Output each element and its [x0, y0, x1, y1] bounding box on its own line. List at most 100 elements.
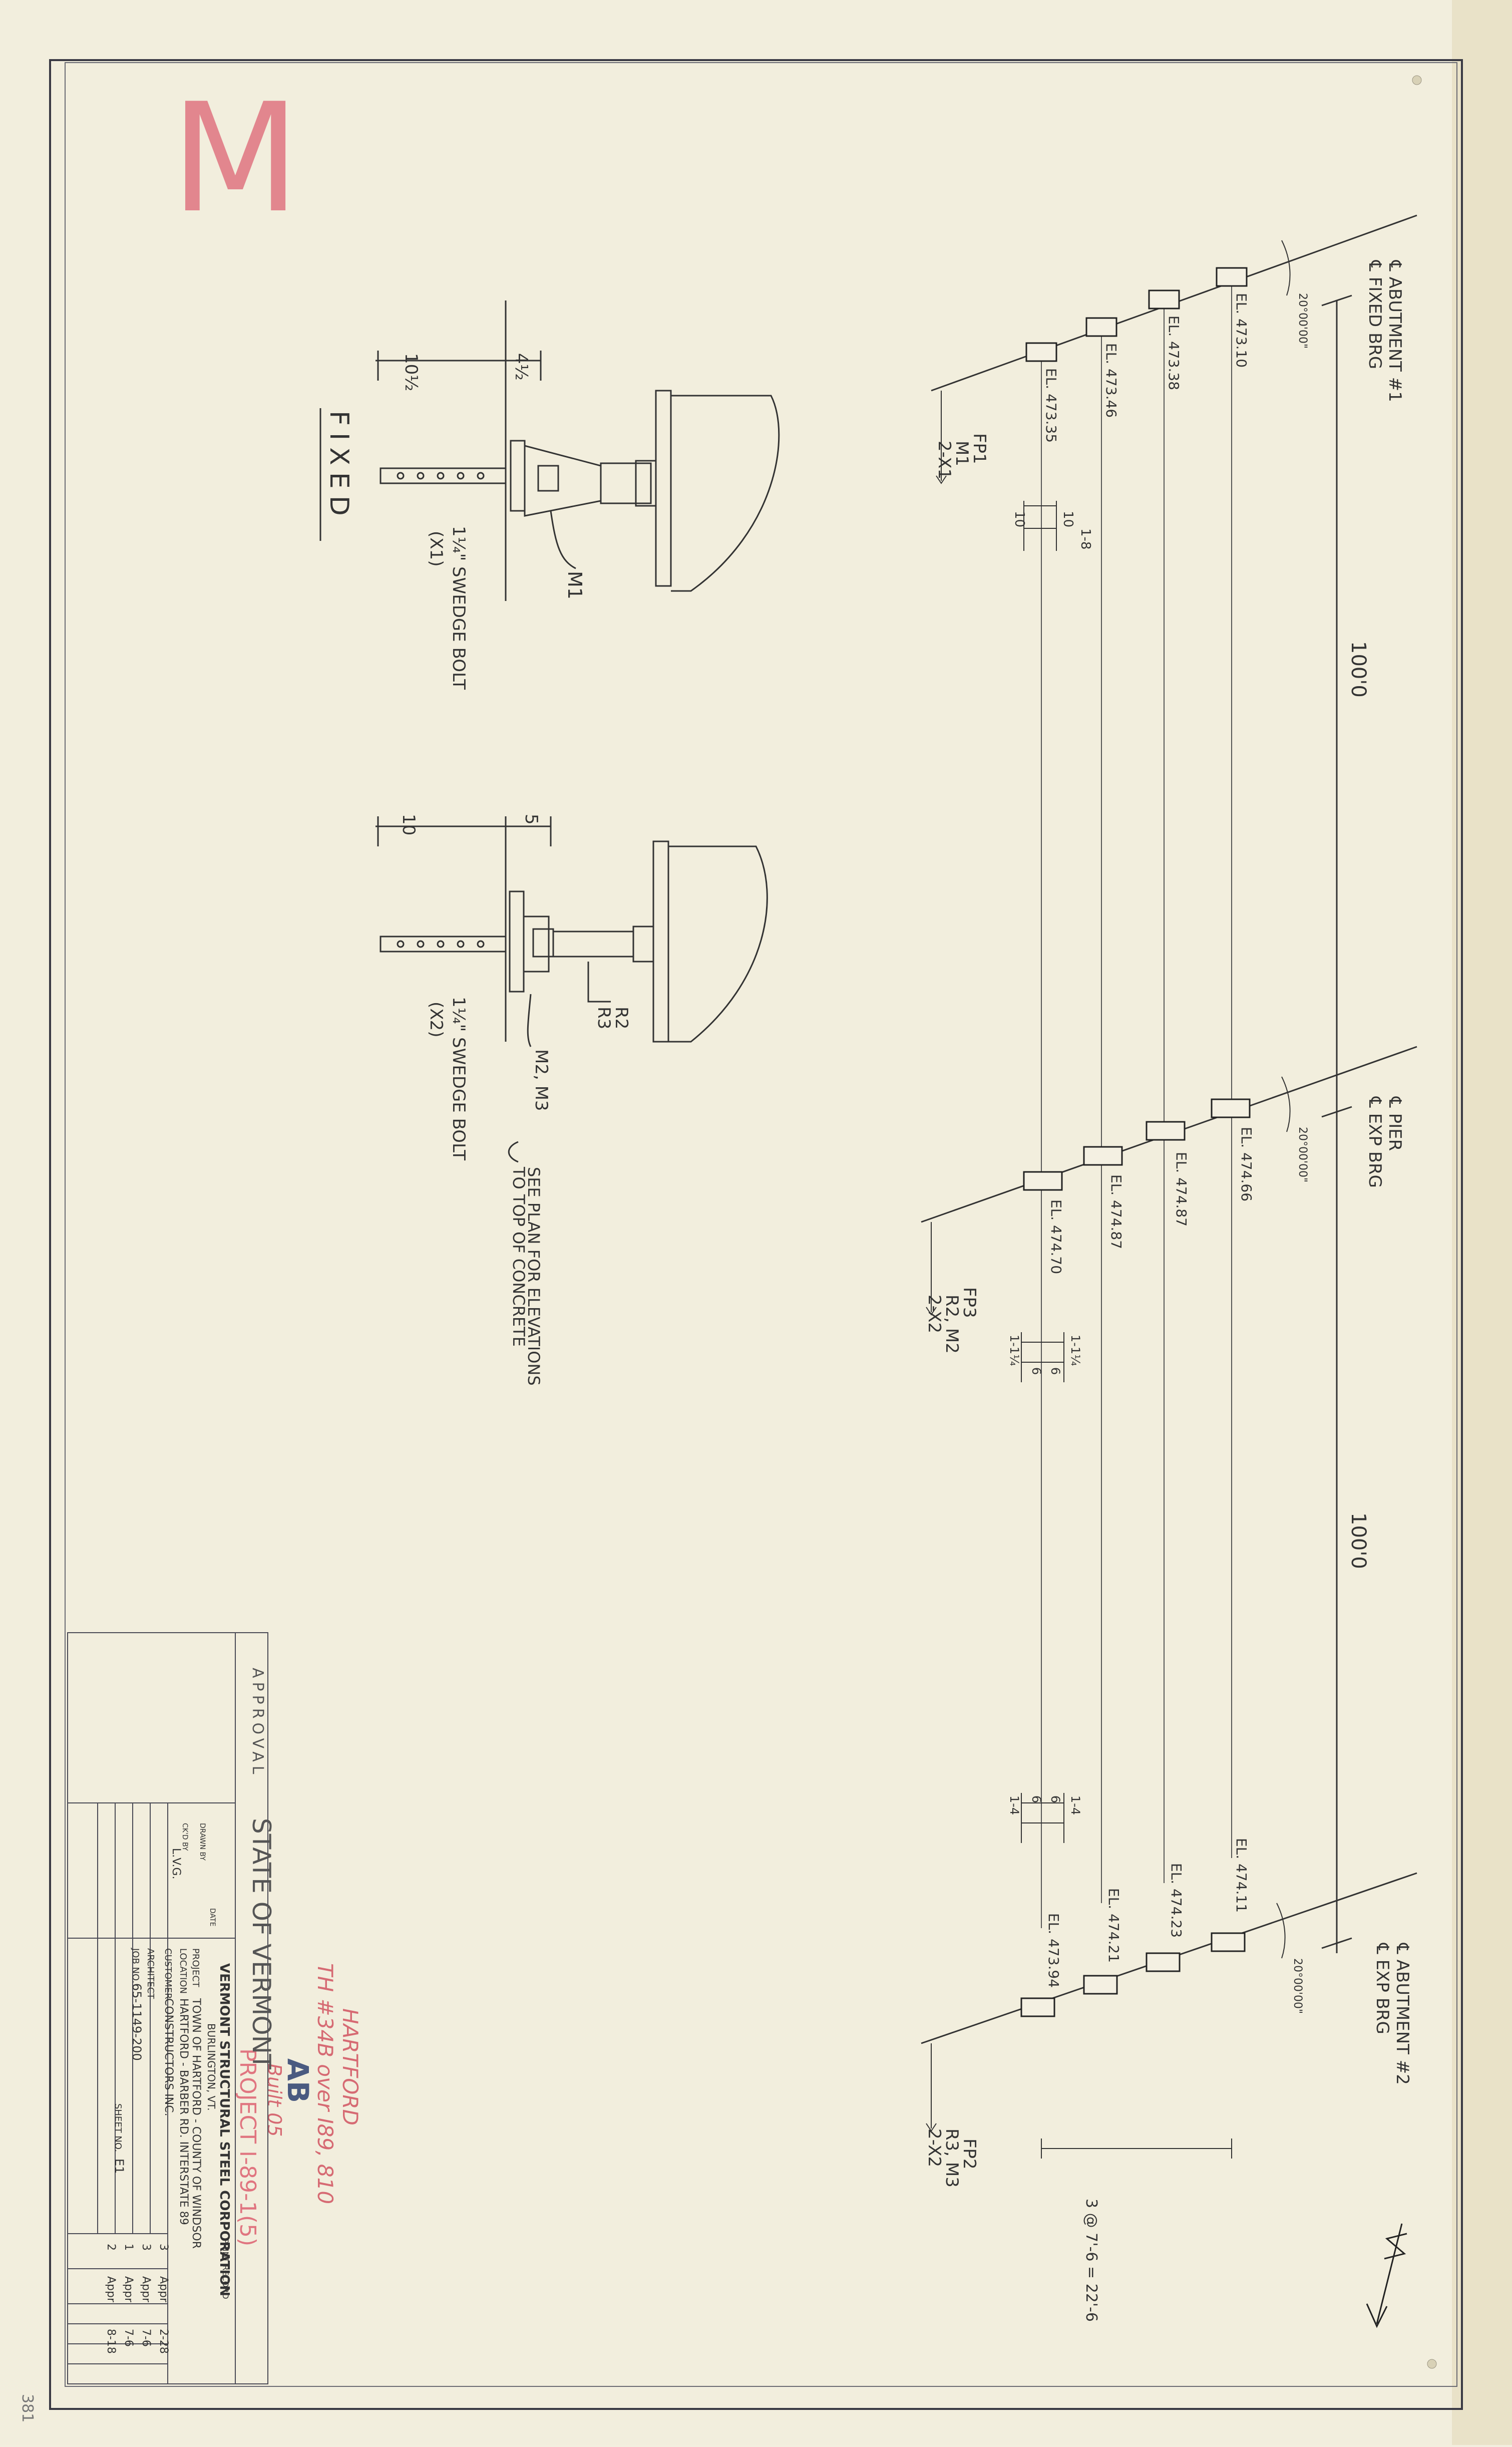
- north-arrow-icon: [1366, 2223, 1407, 2328]
- drawn-field-label: DRAWN BY: [198, 1823, 206, 1861]
- elevation-label: EL. 474.23: [1168, 1863, 1185, 1938]
- annotation-town: HARTFORD: [338, 2008, 362, 2125]
- dim-label: 6: [1048, 1367, 1062, 1375]
- abutment1-bearing-line: [931, 214, 1417, 551]
- abutment2-skew: 20°00'00": [1291, 1958, 1304, 2014]
- callout-m2m3: M2, M3: [531, 1049, 551, 1111]
- bearing-plate: [1085, 317, 1117, 337]
- approval-label: APPROVAL: [249, 1668, 266, 1778]
- customer-field-label: CUSTOMER: [163, 1948, 173, 1999]
- bearing-plate: [1025, 342, 1057, 362]
- dim-label: 6: [1048, 1795, 1062, 1803]
- company-name: VERMONT STRUCTURAL STEEL CORPORATION: [217, 1963, 232, 2296]
- pier-bearing-type: ℄ EXP BRG: [1365, 1096, 1385, 1188]
- abutment1-mark: FP1: [969, 433, 989, 464]
- anchor-nut: [537, 465, 559, 492]
- revision-for: Appr: [157, 2276, 170, 2303]
- margin-note: 381: [19, 2394, 36, 2422]
- bearing-plate: [1148, 289, 1180, 310]
- exp-dim-right: 5: [521, 814, 541, 825]
- leader-m2m3: [527, 994, 532, 1047]
- exp-bolt-label: 1¼" SWEDGE BOLT: [449, 997, 469, 1160]
- fixed-bolt-qty: (X1): [426, 531, 446, 566]
- dim-label: 6: [1029, 1367, 1043, 1375]
- span1-dimension: 100'0: [1347, 641, 1370, 698]
- checked-field-value: L.V.G.: [170, 1848, 182, 1880]
- masonry-plate: [655, 390, 672, 587]
- abutment2-mark: FP2: [959, 2138, 979, 2170]
- swedge-bolt: [380, 467, 507, 484]
- abutment2-bearing-type: ℄ EXP BRG: [1372, 1943, 1392, 2034]
- swedge-bolt: [380, 936, 507, 953]
- company-city: BURLINGTON, VT.: [205, 2023, 217, 2111]
- tag-r3: R3: [594, 1007, 614, 1029]
- pier-tag-qty: 2-X2: [924, 1295, 944, 1333]
- bearing-plate: [1083, 1146, 1123, 1166]
- dim-label: 1-1¼: [1068, 1335, 1082, 1366]
- bearing-plate: [1083, 1975, 1118, 1995]
- skew-arc: [1276, 1903, 1286, 1959]
- girder-lines: [1041, 270, 1232, 1928]
- skew-arc: [1281, 240, 1291, 296]
- bearing-plate: [1211, 1932, 1246, 1952]
- bearing-plate: [1020, 1997, 1055, 2017]
- girder-spacing: 3 @ 7'-6 = 22'-6: [1082, 2199, 1100, 2322]
- dim-label: 10: [1012, 511, 1027, 527]
- elevation-label: EL. 473.38: [1166, 316, 1182, 390]
- concrete-seat: [671, 395, 780, 592]
- title-block: [67, 1632, 268, 2384]
- abutment1-bearing-type: ℄ FIXED BRG: [1365, 260, 1385, 369]
- elev-note-line2: TO TOP OF CONCRETE: [509, 1166, 528, 1347]
- revision-date: 7-6: [140, 2329, 152, 2347]
- skew-arc: [1281, 1076, 1291, 1132]
- annotation-project: PROJECT I-89-1(5): [235, 2048, 260, 2246]
- annotation-built: Built 05: [263, 2063, 285, 2137]
- elevation-label: EL. 474.66: [1238, 1127, 1255, 1201]
- elevation-label: EL. 474.87: [1173, 1152, 1190, 1227]
- fixed-dim-right: 4½: [511, 353, 531, 381]
- abutment2-tag-qty: 2-X2: [924, 2128, 944, 2167]
- abutment2-label: ℄ ABUTMENT #2: [1392, 1943, 1412, 2085]
- fixed-dim-left: 10½: [401, 353, 421, 391]
- revision-for: Appr: [105, 2276, 117, 2303]
- mark-arrow: [926, 1222, 937, 1316]
- dim-label: 1-4: [1068, 1795, 1082, 1815]
- elevation-label: EL. 474.11: [1233, 1838, 1250, 1913]
- fixed-bearing-detail: [375, 300, 780, 601]
- pin: [600, 462, 652, 504]
- revision-no: 1: [122, 2244, 135, 2251]
- state-label: STATE OF VERMONT: [247, 1818, 276, 2069]
- inner-border: [65, 62, 1457, 2387]
- abutment2-bearing-line: [921, 1793, 1417, 2159]
- customer-field-value: CONSTRUCTORS INC.: [162, 1998, 175, 2116]
- job-field-label: JOB NO.: [130, 1948, 141, 1983]
- sheet-field-value: E1: [112, 2159, 126, 2174]
- punch-hole: [1412, 75, 1422, 85]
- concrete-seat: [668, 845, 768, 1043]
- bearing-plate: [1211, 1098, 1251, 1118]
- checked-field-label: CK'D BY: [181, 1823, 189, 1851]
- project-field-value: TOWN OF HARTFORD - COUNTY OF WINDSOR: [190, 1998, 202, 2249]
- revision-no: 3: [140, 2244, 152, 2251]
- elevation-label: EL. 473.10: [1233, 293, 1250, 368]
- architect-field-label: ARCHITECT: [145, 1948, 156, 1999]
- r-tag-leader: [587, 962, 611, 1003]
- pier-label: ℄ PIER: [1385, 1096, 1405, 1151]
- bearing-plate: [1146, 1952, 1181, 1972]
- mark-arrow: [926, 2043, 937, 2132]
- pier-tag: R2, M2: [942, 1295, 962, 1354]
- pier-bearing-line: [921, 1046, 1417, 1382]
- expansion-bearing-detail: [375, 816, 768, 1163]
- job-field-value: 65-1149-200: [130, 1983, 144, 2061]
- rocker: [523, 915, 550, 973]
- dim-label: 1-1¼: [1007, 1335, 1021, 1366]
- revision-date: 2-28: [157, 2329, 170, 2354]
- bearing-plate: [1216, 267, 1248, 287]
- bearing-plate: [1023, 1171, 1063, 1191]
- pier-skew: 20°00'00": [1296, 1127, 1309, 1182]
- date-field-label: DATE: [208, 1908, 216, 1926]
- abutment1-label: ℄ ABUTMENT #1: [1385, 260, 1405, 402]
